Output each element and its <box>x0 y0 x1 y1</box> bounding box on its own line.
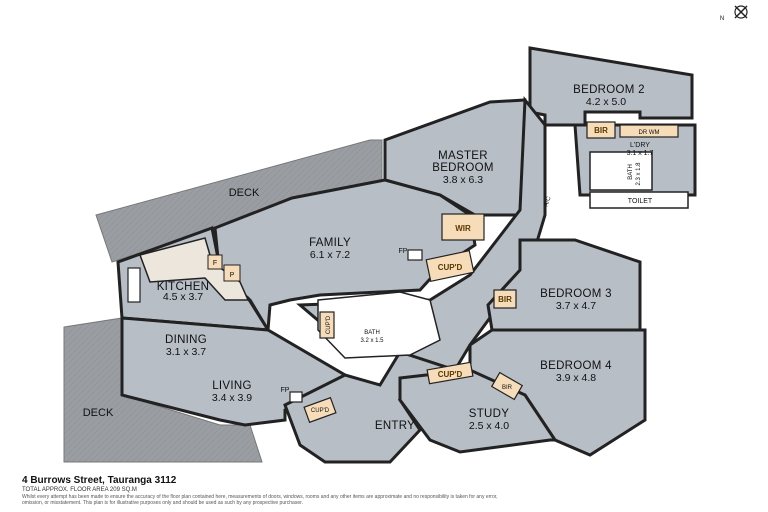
labels: BEDROOM 2 4.2 x 5.0 MASTER BEDROOM 3.8 x… <box>83 84 660 432</box>
north-arrow-icon: N <box>720 5 748 22</box>
living-name: LIVING <box>212 380 252 392</box>
bir-3-label: BIR <box>502 385 513 391</box>
bedroom-4-dim: 3.9 x 4.8 <box>556 372 596 384</box>
master-bedroom-name-2: BEDROOM <box>432 162 494 174</box>
bir-3-box <box>490 371 524 401</box>
bedroom-3-name: BEDROOM 3 <box>540 288 612 300</box>
wet-areas <box>317 151 689 359</box>
bath-upper-name: BATH <box>628 164 634 180</box>
laundry-dim: 3.1 x 1.7 <box>627 150 654 157</box>
svg-text:N: N <box>720 16 724 22</box>
family-name: FAMILY <box>309 237 351 249</box>
fridge-label: F <box>213 260 217 267</box>
wir-box <box>441 213 485 241</box>
living-dim: 3.4 x 3.9 <box>212 392 252 404</box>
bedroom-2-dim: 4.2 x 5.0 <box>586 96 626 108</box>
kitchen-bench <box>139 237 250 301</box>
plan-footer: 4 Burrows Street, Tauranga 3112 TOTAL AP… <box>22 475 502 506</box>
bath-upper-dim: 2.3 x 1.8 <box>636 162 642 186</box>
bir-1-label: BIR <box>594 126 608 135</box>
cupd-4-box <box>303 396 337 424</box>
cupboards <box>303 121 679 424</box>
dining-dim: 3.1 x 3.7 <box>166 346 206 358</box>
entry-name: ENTRY <box>375 420 415 432</box>
dining-name: DINING <box>165 334 207 346</box>
bir-2-box <box>493 289 517 309</box>
wir-label: WIR <box>455 224 471 233</box>
cupd-2-box <box>319 311 335 339</box>
center-bath-fixture <box>317 291 441 359</box>
property-address: 4 Burrows Street, Tauranga 3112 <box>22 475 177 486</box>
laundry-name: L'DRY <box>630 142 650 149</box>
study-shape <box>398 368 558 454</box>
pantry-box <box>223 264 241 282</box>
bedroom-3-dim: 3.7 x 4.7 <box>556 300 596 312</box>
fireplace-living-icon <box>289 391 303 403</box>
kitchen-dim: 4.5 x 3.7 <box>163 291 203 303</box>
kitchen-island <box>127 267 141 303</box>
dining-living-shape <box>120 316 348 427</box>
cupd-1-box <box>425 249 475 283</box>
cupd-2-label: CUP'D <box>326 315 332 334</box>
fridge-box <box>207 254 223 270</box>
floor-area: TOTAL APPROX. FLOOR AREA 209 SQ.M <box>22 487 137 493</box>
pantry-label: P <box>230 272 235 279</box>
study-name: STUDY <box>469 408 510 420</box>
bir-2-label: BIR <box>498 295 512 304</box>
cupd-3-label: CUP'D <box>438 370 463 379</box>
cupd-1-label: CUP'D <box>438 263 463 272</box>
toilet-area <box>589 191 689 209</box>
cupd-3-box <box>426 361 474 385</box>
fp-living-label: FP <box>281 387 290 394</box>
master-bedroom-name-1: MASTER <box>438 150 488 162</box>
bedroom-2-shape <box>528 46 694 127</box>
master-bedroom-dim: 3.8 x 6.3 <box>443 174 483 186</box>
cupd-4-label: CUP'D <box>311 408 330 414</box>
toilet-name: TOILET <box>628 198 653 205</box>
bedroom-4-name: BEDROOM 4 <box>540 360 612 372</box>
study-dim: 2.5 x 4.0 <box>469 420 509 432</box>
fp-family-label: FP <box>399 248 408 255</box>
deck-upper-label: DECK <box>229 187 260 199</box>
bedroom-2-name: BEDROOM 2 <box>573 84 645 96</box>
dr-wm-label: DR WM <box>639 130 660 136</box>
fireplace-family-icon <box>407 249 423 261</box>
ac-label: A/C <box>544 195 553 207</box>
bath-center-dim: 3.2 x 1.5 <box>360 338 384 344</box>
kitchen-name: KITCHEN <box>157 281 210 293</box>
dr-wm-box <box>619 124 679 138</box>
family-dim: 6.1 x 7.2 <box>310 249 350 261</box>
bath-center-name: BATH <box>364 330 380 336</box>
disclaimer-text: Whilst every attempt has been made to en… <box>22 494 498 506</box>
bir-1-box <box>586 121 616 139</box>
deck-lower-label: DECK <box>83 407 114 419</box>
bath-upper-fixture <box>589 151 653 191</box>
